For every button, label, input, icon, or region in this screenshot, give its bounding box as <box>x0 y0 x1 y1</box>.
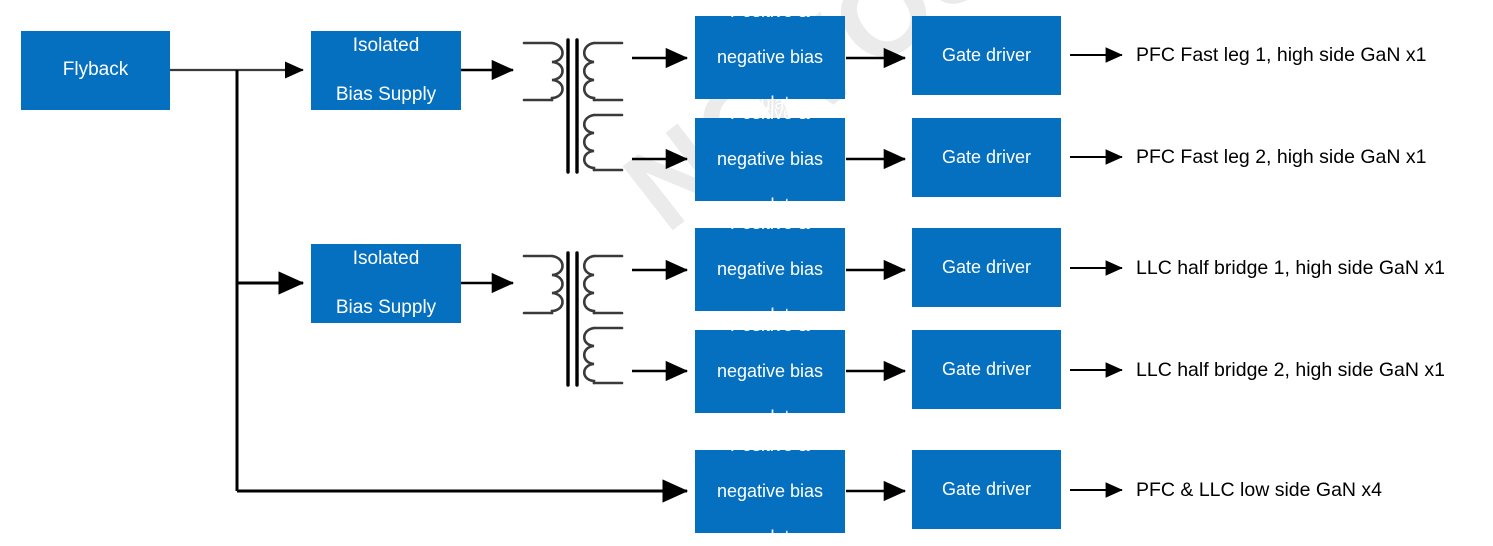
regulator-2-line3: regulator <box>734 195 806 216</box>
block-isolated-bias-supply-1-label: Isolated Bias Supply <box>315 34 457 107</box>
transformer-1-symbol <box>522 38 624 174</box>
block-regulator-1[interactable]: Positive & negative bias regulator <box>695 1 845 113</box>
regulator-1-line1: Positive & <box>729 0 811 21</box>
output-label-3: LLC half bridge 1, high side GaN x1 <box>1136 257 1445 279</box>
isolated-2-line2: Bias Supply <box>335 296 437 318</box>
gate-driver-4-label: Gate driver <box>941 358 1032 379</box>
regulator-3-line3: regulator <box>734 305 806 326</box>
isolated-1-line1: Isolated <box>352 35 420 57</box>
block-regulator-5[interactable]: Positive & negative bias regulator <box>695 435 845 546</box>
block-gate-driver-4[interactable]: Gate driver <box>912 330 1061 409</box>
regulator-4-line3: regulator <box>734 407 806 428</box>
output-label-5: PFC & LLC low side GaN x4 <box>1136 479 1383 501</box>
block-gate-driver-3[interactable]: Gate driver <box>912 228 1061 307</box>
block-regulator-3[interactable]: Positive & negative bias regulator <box>695 213 845 325</box>
block-gate-driver-1[interactable]: Gate driver <box>912 16 1061 95</box>
block-isolated-bias-supply-2-label: Isolated Bias Supply <box>315 247 457 320</box>
gate-driver-2-label: Gate driver <box>941 146 1032 167</box>
block-gate-driver-5[interactable]: Gate driver <box>912 450 1061 529</box>
gate-driver-3-label: Gate driver <box>941 256 1032 277</box>
gate-driver-5-label: Gate driver <box>941 478 1032 499</box>
isolated-2-line1: Isolated <box>352 248 420 270</box>
block-isolated-bias-supply-2[interactable]: Isolated Bias Supply <box>311 244 461 323</box>
transformer-2-symbol <box>522 251 624 387</box>
regulator-1-line3: regulator <box>734 93 806 114</box>
output-label-1: PFC Fast leg 1, high side GaN x1 <box>1136 44 1427 66</box>
regulator-3-line2: negative bias <box>716 258 824 279</box>
block-gate-driver-2[interactable]: Gate driver <box>912 118 1061 197</box>
regulator-4-line1: Positive & <box>729 314 811 335</box>
regulator-2-line2: negative bias <box>716 148 824 169</box>
isolated-1-line2: Bias Supply <box>335 83 437 105</box>
regulator-2-line1: Positive & <box>729 102 811 123</box>
output-label-4: LLC half bridge 2, high side GaN x1 <box>1136 359 1445 381</box>
output-label-2: PFC Fast leg 2, high side GaN x1 <box>1136 146 1427 168</box>
regulator-5-line3: regulator <box>734 527 806 546</box>
block-isolated-bias-supply-1[interactable]: Isolated Bias Supply <box>311 31 461 110</box>
regulator-5-line2: negative bias <box>716 480 824 501</box>
block-regulator-4[interactable]: Positive & negative bias regulator <box>695 315 845 427</box>
regulator-4-line2: negative bias <box>716 360 824 381</box>
regulator-1-line2: negative bias <box>716 46 824 67</box>
regulator-3-line1: Positive & <box>729 212 811 233</box>
block-regulator-2[interactable]: Positive & negative bias regulator <box>695 103 845 215</box>
regulator-5-line1: Positive & <box>729 434 811 455</box>
block-flyback[interactable]: Flyback <box>21 31 170 110</box>
gate-driver-1-label: Gate driver <box>941 44 1032 65</box>
block-flyback-label: Flyback <box>62 59 129 81</box>
